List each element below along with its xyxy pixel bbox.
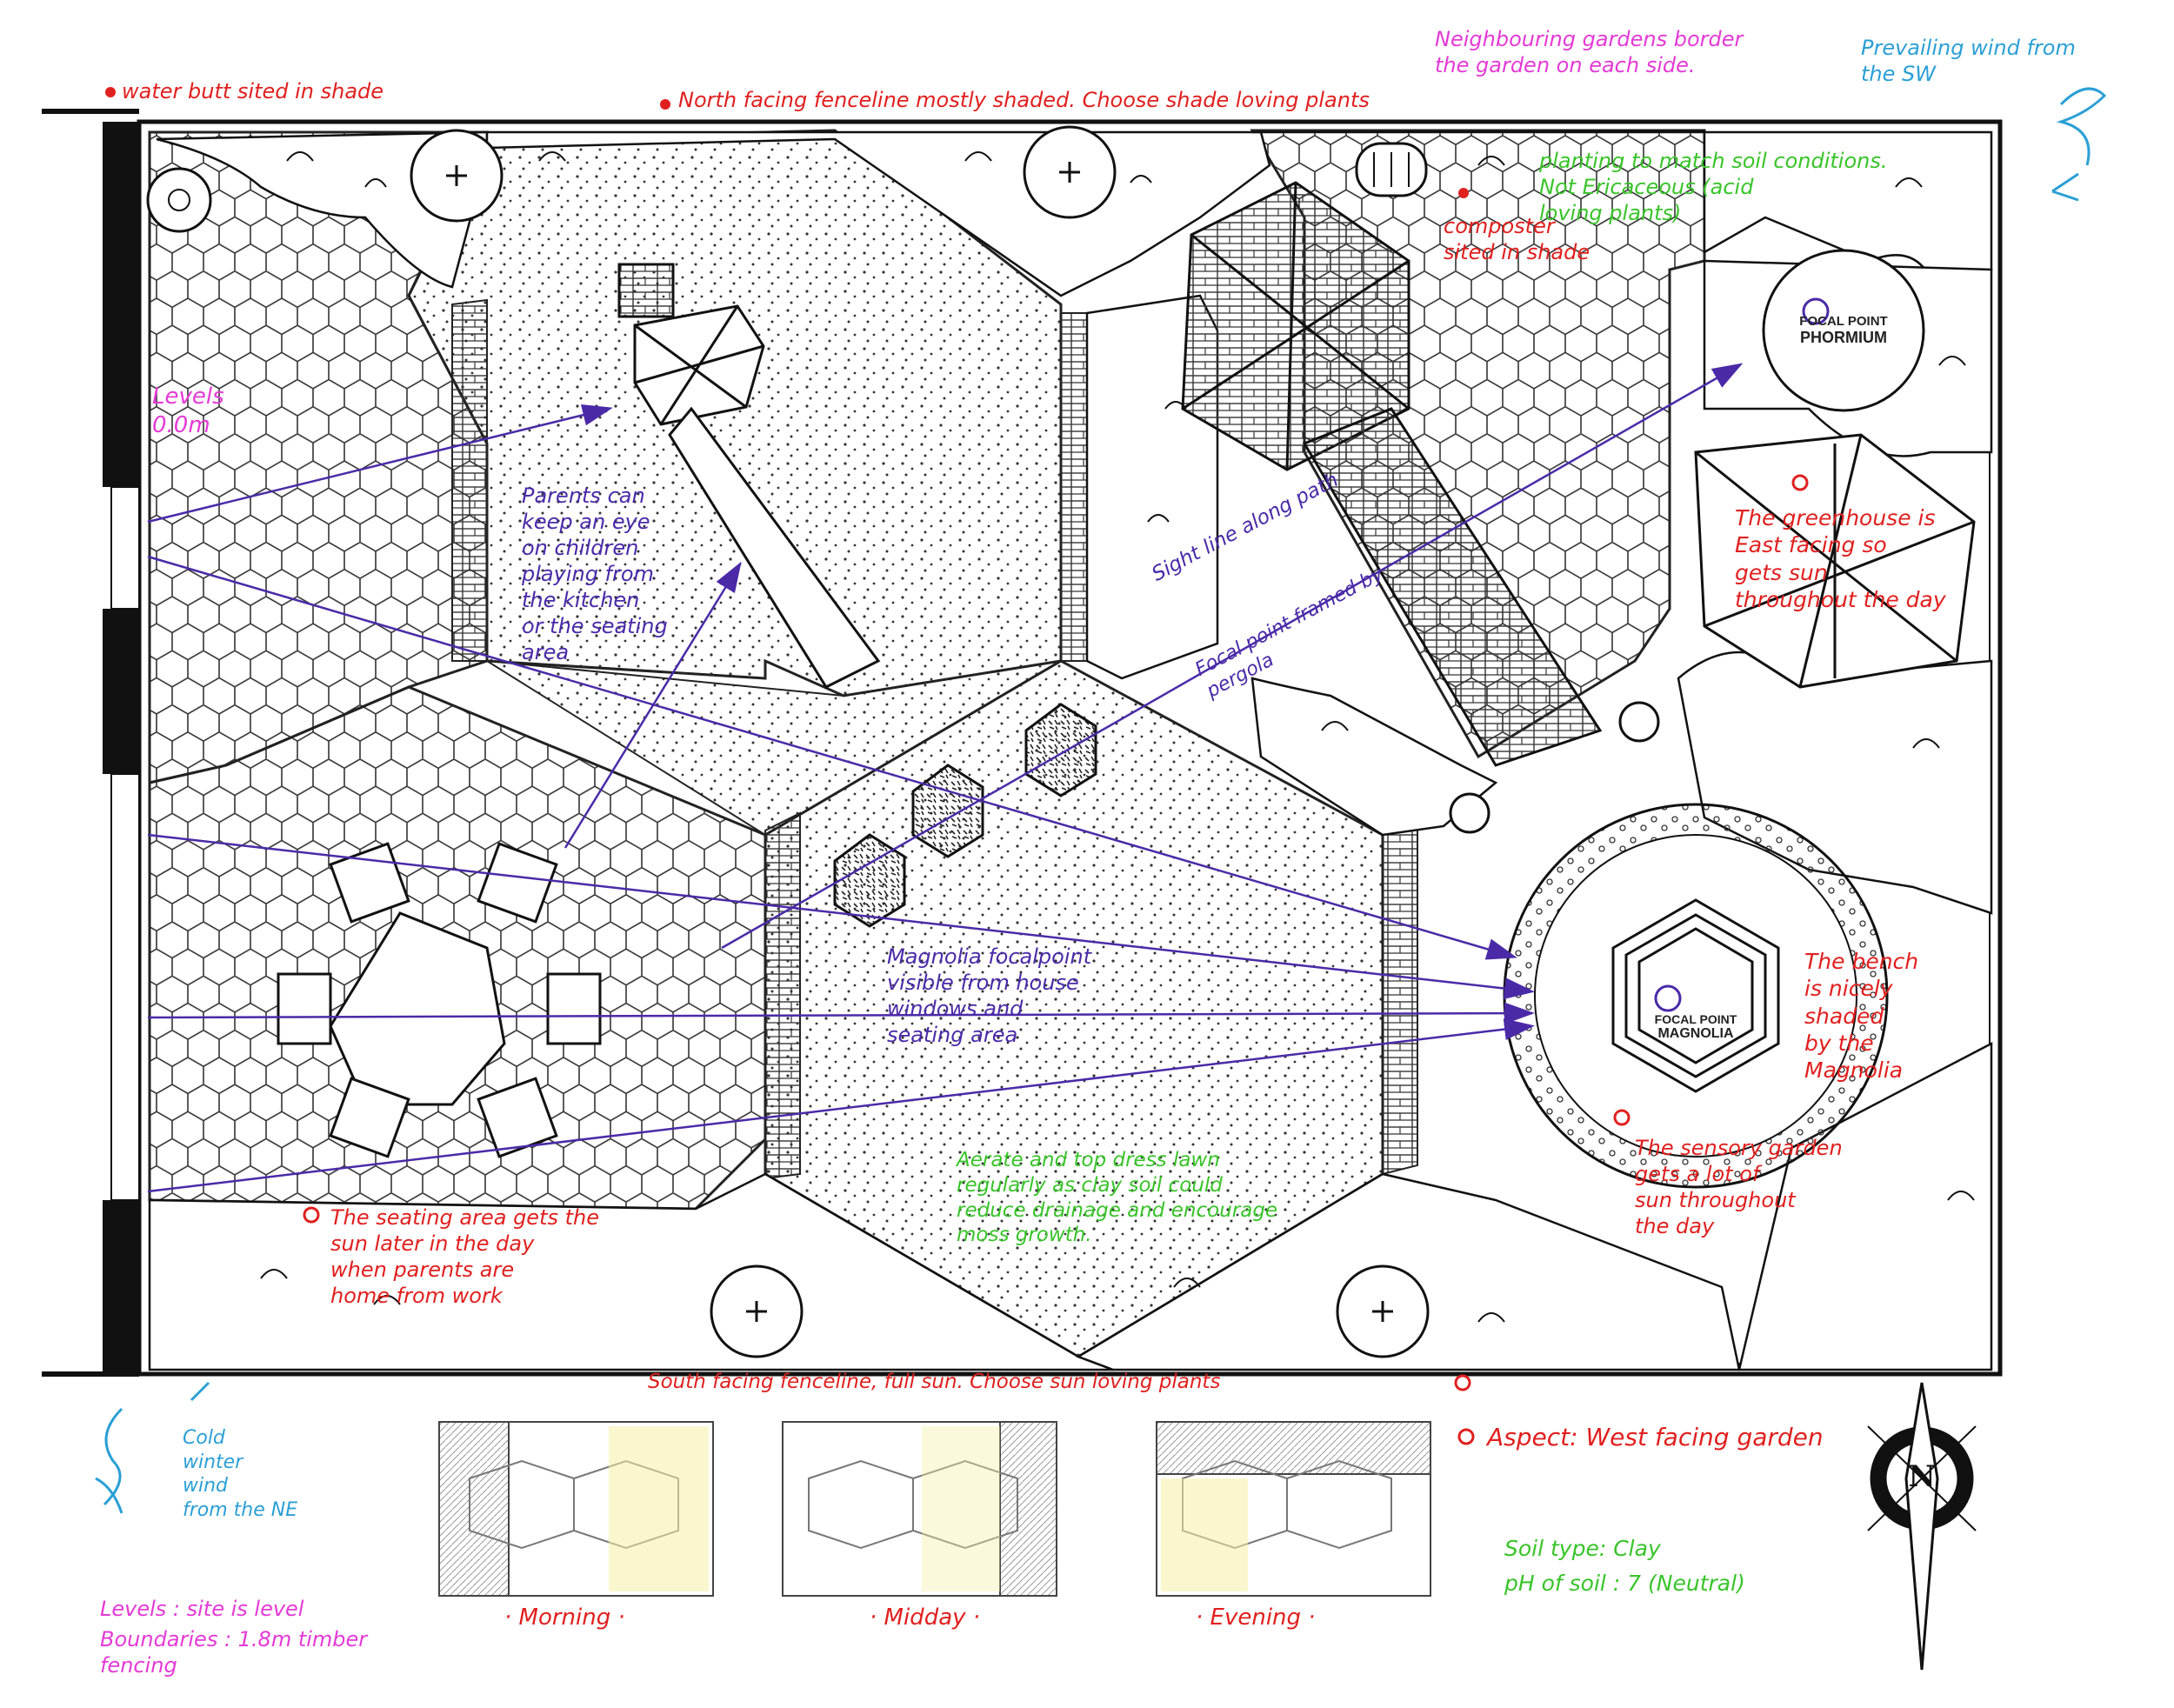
note-sensory: The sensory garden gets a lot of sun thr… — [1635, 1136, 1843, 1238]
magnolia-label: FOCAL POINT MAGNOLIA — [1635, 1012, 1757, 1042]
note-magnolia-visible: Magnolia focalpoint visible from house w… — [887, 944, 1092, 1047]
note-ph: pH of soil : 7 (Neutral) — [1504, 1571, 1745, 1596]
brick-edging-left — [451, 298, 488, 662]
compass — [1867, 1382, 1977, 1671]
sketch-label-evening: · Evening · — [1196, 1605, 1316, 1631]
greenhouse — [1694, 433, 1976, 689]
tree-crosses — [446, 162, 1393, 1322]
phormium-label-line2: PHORMIUM — [1800, 328, 1887, 346]
brick-edging-sensory — [1382, 824, 1418, 1176]
pergola — [1181, 181, 1410, 471]
pergola-path — [1302, 407, 1603, 767]
note-aspect: Aspect: West facing garden — [1487, 1423, 1824, 1451]
brick-edging-centre — [764, 811, 801, 1180]
sun-icons — [303, 474, 1809, 1445]
note-soil-type: Soil type: Clay — [1504, 1536, 1661, 1561]
note-seating-sun: The seating area gets the sun later in t… — [330, 1205, 599, 1308]
note-levels-top: Levels 0.0m — [152, 384, 224, 438]
note-prevailing-wind: Prevailing wind from the SW — [1861, 36, 2076, 86]
note-neighbouring: Neighbouring gardens border the garden o… — [1435, 27, 1744, 77]
note-greenhouse: The greenhouse is East facing so gets su… — [1735, 505, 1946, 612]
magnolia-bed — [1611, 898, 1780, 1093]
brick-edging-right — [1060, 312, 1088, 662]
house-wall-segment-top — [103, 122, 139, 487]
shrub-scribbles — [260, 151, 1975, 1323]
note-south-fence: South facing fenceline, full sun. Choose… — [648, 1371, 1221, 1393]
note-levels-bottom: Levels : site is level — [100, 1597, 304, 1621]
trees — [410, 125, 1660, 1358]
note-north-fence: North facing fenceline mostly shaded. Ch… — [678, 88, 1370, 112]
magnolia-label-line2: MAGNOLIA — [1657, 1026, 1734, 1042]
note-bench: The bench is nicely shaded by the Magnol… — [1804, 949, 1919, 1083]
house-window — [110, 486, 140, 610]
note-aerate: Aerate and top dress lawn regularly as c… — [957, 1149, 1278, 1247]
house-wall-segment-bottom — [103, 1200, 139, 1374]
phormium-star-icon — [1802, 297, 1830, 325]
prevailing-wind-icon — [2051, 87, 2107, 202]
water-butt — [146, 167, 212, 233]
note-dots — [105, 87, 1469, 198]
sketch-label-midday: · Midday · — [870, 1605, 981, 1631]
patio-doors — [110, 773, 140, 1201]
house-wall-segment-mid — [103, 609, 139, 774]
note-water-butt: water butt sited in shade — [122, 79, 384, 103]
cold-wind-icon — [95, 1381, 210, 1514]
phormium-label: FOCAL POINT PHORMIUM — [1778, 314, 1909, 346]
magnolia-label-line1: FOCAL POINT — [1654, 1012, 1737, 1026]
note-composter: composter sited in shade — [1444, 214, 1590, 264]
phormium-label-line1: FOCAL POINT — [1799, 314, 1888, 329]
sketch-label-morning: · Morning · — [504, 1605, 625, 1631]
note-boundaries: Boundaries : 1.8m timber fencing — [100, 1627, 368, 1678]
note-cold-wind: Cold winter wind from the NE — [183, 1427, 298, 1521]
dining-set — [277, 842, 602, 1158]
magnolia-star-icon — [1654, 984, 1682, 1012]
note-planting-soil: planting to match soil conditions. Not E… — [1539, 149, 1888, 225]
sight-line-arrows — [147, 363, 1744, 1193]
compass-north-letter: N — [1908, 1459, 1936, 1494]
note-parents: Parents can keep an eye on children play… — [522, 484, 668, 664]
play-tower — [617, 263, 881, 689]
phormium-bed — [1762, 249, 1925, 412]
